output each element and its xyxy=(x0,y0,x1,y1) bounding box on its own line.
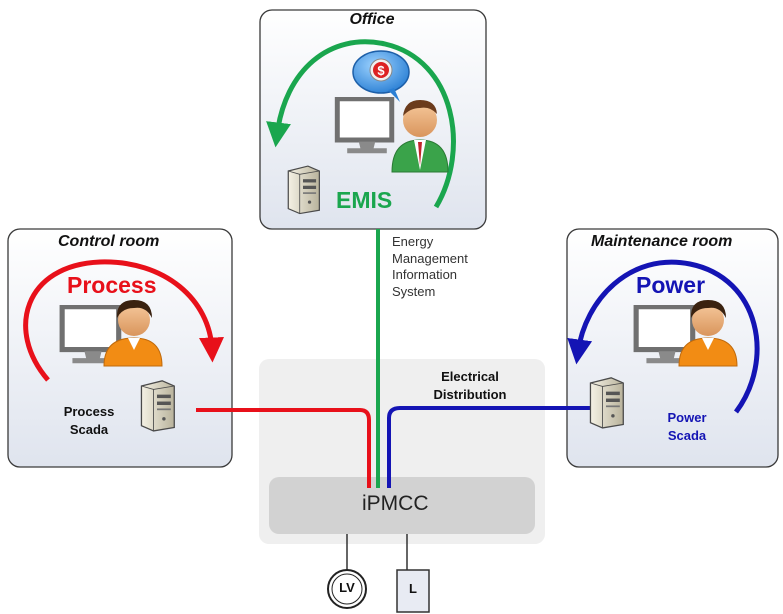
power-scada-line: Scada xyxy=(667,428,707,443)
l-load-box xyxy=(396,569,430,613)
emis-description: Energy Management Information System xyxy=(392,234,468,300)
process-cycle-arrow xyxy=(23,259,224,382)
power-connection-line xyxy=(387,406,590,488)
emis-description-line: Information xyxy=(392,267,458,282)
ipmcc-box xyxy=(269,477,535,534)
svg-text:$: $ xyxy=(377,63,385,78)
electrical-distribution-line: Electrical xyxy=(441,369,499,384)
person-icon xyxy=(103,300,163,367)
process-label: Process xyxy=(67,272,157,298)
ipmcc-label: iPMCC xyxy=(362,492,429,515)
emis-description-line: System xyxy=(392,283,436,299)
control-room-title: Control room xyxy=(58,233,160,250)
process-scada-label: Process Scada xyxy=(52,403,126,439)
power-label: Power xyxy=(636,272,706,298)
power-scada-line: Power xyxy=(667,410,707,425)
process-connection-line xyxy=(196,408,371,488)
person-icon xyxy=(391,100,449,173)
process-scada-line: Process xyxy=(63,404,115,419)
power-scada-label: Power Scada xyxy=(662,409,712,445)
l-load-label: L xyxy=(409,581,417,596)
server-tower-icon xyxy=(589,377,624,429)
lv-load-label: LV xyxy=(339,580,355,595)
emis-label: EMIS xyxy=(336,187,393,213)
office-cycle-arrow xyxy=(266,39,456,209)
process-scada-line: Scada xyxy=(69,422,109,437)
electrical-distribution-title: Electrical Distribution xyxy=(408,368,532,404)
server-tower-icon xyxy=(287,165,321,215)
office-title: Office xyxy=(349,11,395,28)
electrical-distribution-line: Distribution xyxy=(433,387,507,402)
server-tower-icon xyxy=(140,380,175,432)
emis-description-line: Management xyxy=(392,250,468,266)
person-icon xyxy=(678,300,738,367)
maintenance-room-title: Maintenance room xyxy=(591,233,733,250)
emis-description-line: Energy xyxy=(392,234,434,249)
power-cycle-arrow xyxy=(567,259,760,414)
lv-load-circle xyxy=(327,569,367,609)
dollar-speech-bubble-icon: $ xyxy=(352,50,410,102)
